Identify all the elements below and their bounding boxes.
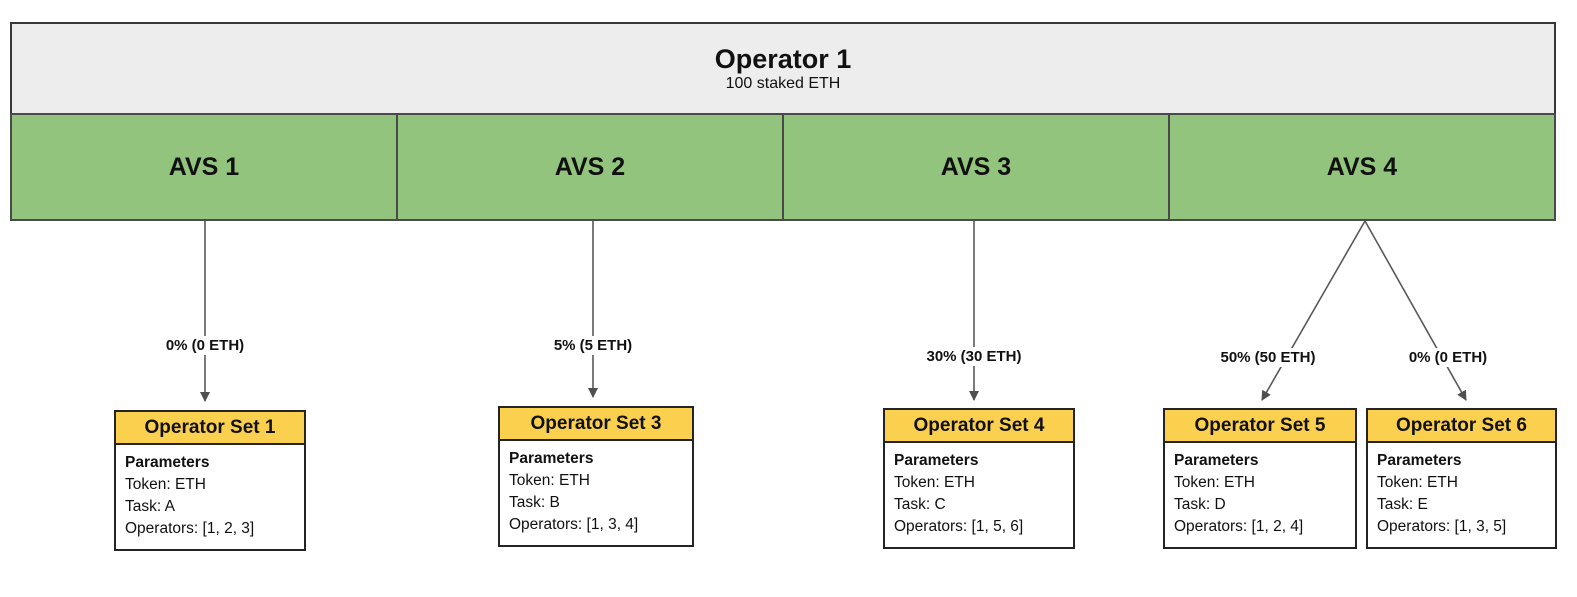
operators-line: Operators: [1, 3, 4]: [509, 516, 639, 533]
operator-box: Operator 1 100 staked ETH: [10, 22, 1556, 115]
operator-set-6-body: Parameters Token: ETH Task: E Operators:…: [1368, 443, 1555, 547]
avs-4-label: AVS 4: [1326, 152, 1398, 181]
operator-set-5-card: Operator Set 5 Parameters Token: ETH Tas…: [1163, 408, 1357, 549]
operator-set-5-body: Parameters Token: ETH Task: D Operators:…: [1165, 443, 1355, 547]
avs-3-label: AVS 3: [940, 152, 1012, 181]
operator-set-3-title: Operator Set 3: [500, 408, 692, 441]
task-line: Task: B: [509, 494, 560, 511]
connector-avs4-set6: [1364, 220, 1467, 401]
parameters-heading: Parameters: [894, 452, 979, 469]
operator-set-1-title: Operator Set 1: [116, 412, 304, 445]
task-line: Task: C: [894, 496, 946, 513]
token-line: Token: ETH: [1377, 474, 1458, 491]
parameters-heading: Parameters: [1174, 452, 1259, 469]
task-line: Task: E: [1377, 496, 1428, 513]
task-line: Task: A: [125, 498, 175, 515]
operator-set-4-body: Parameters Token: ETH Task: C Operators:…: [885, 443, 1073, 547]
parameters-heading: Parameters: [1377, 452, 1462, 469]
parameters-heading: Parameters: [125, 454, 210, 471]
allocation-label-avs4-right: 0% (0 ETH): [1402, 348, 1494, 367]
avs-3-cell: AVS 3: [782, 113, 1170, 221]
allocation-label-avs2: 5% (5 ETH): [547, 336, 639, 355]
operators-line: Operators: [1, 3, 5]: [1377, 518, 1507, 535]
avs-2-cell: AVS 2: [396, 113, 784, 221]
allocation-label-avs3: 30% (30 ETH): [920, 347, 1028, 366]
operator-set-4-title: Operator Set 4: [885, 410, 1073, 443]
token-line: Token: ETH: [1174, 474, 1255, 491]
connector-avs4-set5: [1261, 220, 1366, 401]
allocation-label-avs4-left: 50% (50 ETH): [1214, 348, 1322, 367]
token-line: Token: ETH: [125, 476, 206, 493]
parameters-heading: Parameters: [509, 450, 594, 467]
avs-1-label: AVS 1: [168, 152, 240, 181]
operator-set-1-card: Operator Set 1 Parameters Token: ETH Tas…: [114, 410, 306, 551]
operator-set-3-card: Operator Set 3 Parameters Token: ETH Tas…: [498, 406, 694, 547]
operator-title: Operator 1: [714, 43, 852, 74]
token-line: Token: ETH: [894, 474, 975, 491]
operator-set-5-title: Operator Set 5: [1165, 410, 1355, 443]
operator-set-4-card: Operator Set 4 Parameters Token: ETH Tas…: [883, 408, 1075, 549]
operator-set-6-title: Operator Set 6: [1368, 410, 1555, 443]
operators-line: Operators: [1, 5, 6]: [894, 518, 1024, 535]
avs-2-label: AVS 2: [554, 152, 626, 181]
operator-subtitle: 100 staked ETH: [725, 74, 841, 92]
allocation-label-avs1: 0% (0 ETH): [159, 336, 251, 355]
token-line: Token: ETH: [509, 472, 590, 489]
task-line: Task: D: [1174, 496, 1226, 513]
avs-4-cell: AVS 4: [1168, 113, 1556, 221]
operators-line: Operators: [1, 2, 3]: [125, 520, 255, 537]
operator-set-1-body: Parameters Token: ETH Task: A Operators:…: [116, 445, 304, 549]
operator-set-3-body: Parameters Token: ETH Task: B Operators:…: [500, 441, 692, 545]
operators-line: Operators: [1, 2, 4]: [1174, 518, 1304, 535]
avs-1-cell: AVS 1: [10, 113, 398, 221]
avs-row: AVS 1 AVS 2 AVS 3 AVS 4: [10, 113, 1556, 221]
operator-set-6-card: Operator Set 6 Parameters Token: ETH Tas…: [1366, 408, 1557, 549]
